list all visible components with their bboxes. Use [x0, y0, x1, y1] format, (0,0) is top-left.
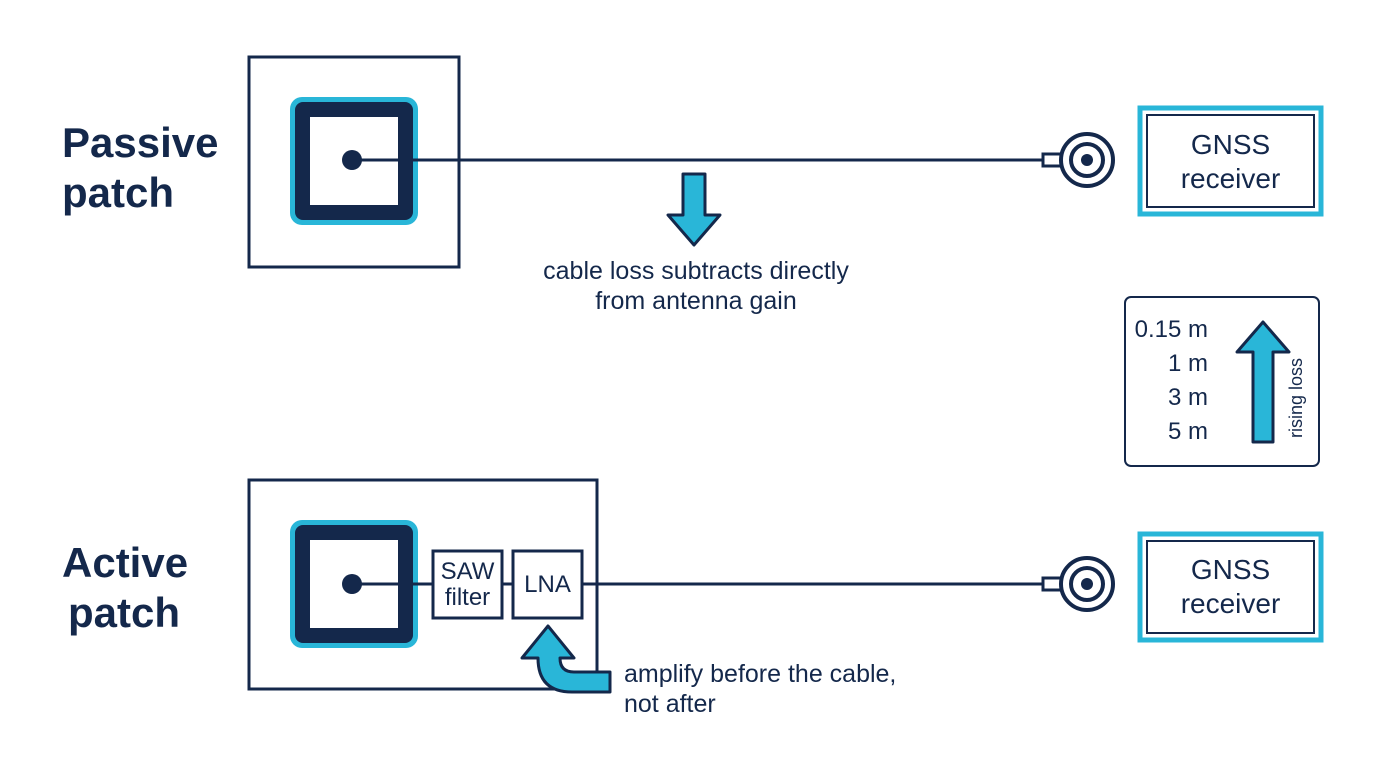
active-note: amplify before the cable, not after: [624, 659, 896, 719]
passive-connector-core: [1081, 154, 1093, 166]
active-note-line2: not after: [624, 690, 716, 718]
passive-enclosure: [247, 55, 461, 269]
amplify-curved-arrow: [520, 624, 612, 694]
saw-filter-line1: SAW: [440, 558, 495, 585]
lna-box: [511, 549, 584, 620]
length-0-15m: 0.15 m: [1134, 316, 1208, 343]
loss-down-arrow: [666, 172, 722, 247]
active-receiver-line1: GNSS: [1190, 554, 1271, 585]
passive-note-line1: cable loss subtracts directly: [543, 257, 849, 285]
active-title: Active patch: [62, 538, 188, 638]
saw-filter-label: SAW filter: [433, 559, 502, 611]
passive-connector-ring: [1069, 142, 1105, 178]
passive-receiver-label: GNSS receiver: [1147, 128, 1314, 196]
passive-receiver-box: [1137, 105, 1324, 217]
passive-note: cable loss subtracts directly from anten…: [496, 256, 896, 316]
active-note-line1: amplify before the cable,: [624, 660, 897, 688]
passive-note-line2: from antenna gain: [595, 287, 797, 315]
rising-loss-label: rising loss: [1286, 357, 1306, 439]
passive-receiver-inner: [1146, 114, 1315, 208]
active-title-line1: Active: [62, 539, 189, 586]
active-receiver-inner: [1146, 540, 1315, 634]
rising-loss-arrow: [1235, 320, 1291, 444]
passive-title-line1: Passive: [62, 119, 219, 166]
passive-title: Passive patch: [62, 118, 218, 218]
length-1m: 1 m: [1167, 350, 1208, 377]
cable-length-list: 0.15 m 1 m 3 m 5 m: [1130, 313, 1208, 449]
length-5m: 5 m: [1167, 418, 1208, 445]
active-connector-ring: [1069, 566, 1105, 602]
active-receiver-box: [1137, 531, 1324, 643]
active-title-line2: patch: [68, 589, 181, 636]
passive-title-line2: patch: [62, 169, 175, 216]
passive-receiver-line1: GNSS: [1190, 129, 1271, 160]
length-3m: 3 m: [1167, 384, 1208, 411]
active-receiver-label: GNSS receiver: [1147, 553, 1314, 621]
active-connector-core: [1081, 578, 1093, 590]
lna-label: LNA: [524, 571, 571, 598]
passive-receiver-line2: receiver: [1180, 163, 1281, 194]
saw-filter-line2: filter: [444, 584, 491, 611]
active-receiver-line2: receiver: [1180, 588, 1281, 619]
